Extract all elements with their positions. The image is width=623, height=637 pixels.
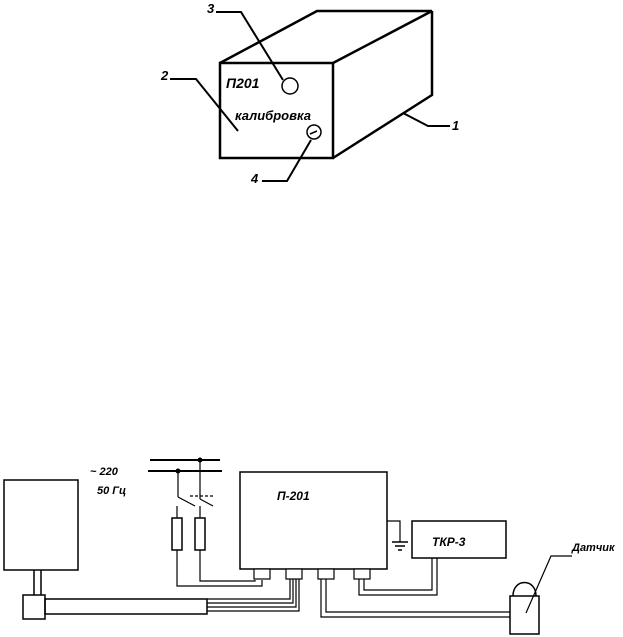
leader-1 bbox=[402, 112, 450, 127]
device-top-face bbox=[219, 9, 433, 65]
calibration-label: калибровка bbox=[235, 108, 311, 123]
connector-1 bbox=[253, 568, 271, 580]
recorder-cable-2 bbox=[363, 558, 433, 591]
device-box-drawing bbox=[218, 9, 434, 160]
leader-3 bbox=[216, 11, 284, 81]
mains-wire-1 bbox=[176, 550, 263, 587]
switch-blade-1 bbox=[177, 496, 196, 507]
left-clamp-block bbox=[22, 594, 46, 620]
sensor-leader bbox=[525, 555, 572, 614]
recorder-cable-1 bbox=[358, 558, 438, 596]
mains-frequency-label: 50 Гц bbox=[97, 485, 126, 497]
mains-supply bbox=[148, 457, 263, 587]
probe-cable-2 bbox=[207, 579, 294, 604]
switch-blade-2 bbox=[199, 498, 214, 507]
knob-slot bbox=[309, 130, 318, 135]
indicator-lamp-icon bbox=[281, 77, 299, 95]
instrument-p201 bbox=[239, 471, 388, 580]
device-front-face bbox=[218, 61, 335, 160]
connector-2 bbox=[285, 568, 303, 580]
connector-4 bbox=[353, 568, 371, 580]
sensor-cable-1 bbox=[320, 579, 510, 618]
sensor-icon bbox=[509, 555, 572, 635]
sensor-label: Датчик bbox=[571, 542, 616, 554]
sensor-body bbox=[509, 595, 540, 635]
recorder-label: ТКР-3 bbox=[432, 535, 466, 549]
recorder-tkr3 bbox=[411, 520, 507, 559]
callout-2: 2 bbox=[160, 68, 169, 83]
probe-cable-3 bbox=[207, 579, 297, 608]
sensor-clip bbox=[512, 581, 537, 597]
left-unit bbox=[3, 479, 208, 620]
left-cabinet bbox=[3, 479, 79, 571]
fuse-1 bbox=[171, 517, 183, 551]
sensor-cable-2 bbox=[325, 579, 510, 613]
callout-4: 4 bbox=[250, 171, 259, 186]
fuse-2 bbox=[194, 517, 206, 551]
sensor-cable bbox=[320, 579, 510, 618]
device-name-label: П201 bbox=[226, 75, 260, 91]
probe-cable-1 bbox=[207, 579, 291, 600]
probe-cable bbox=[207, 579, 300, 612]
callout-3: 3 bbox=[207, 1, 215, 16]
callout-1: 1 bbox=[452, 118, 459, 133]
leader-4 bbox=[262, 139, 312, 182]
probe-cable-4 bbox=[207, 579, 300, 612]
instrument-body bbox=[239, 471, 388, 570]
mains-voltage-label: ~ 220 bbox=[90, 466, 119, 478]
callout-leaders bbox=[170, 11, 450, 182]
mains-wire-2 bbox=[199, 550, 256, 582]
calibration-knob-icon bbox=[306, 124, 322, 140]
leader-2 bbox=[170, 78, 239, 132]
ground-lead bbox=[387, 520, 401, 542]
probe-rod bbox=[44, 598, 208, 615]
recorder-cable bbox=[358, 558, 438, 596]
connector-3 bbox=[317, 568, 335, 580]
device-side-face bbox=[332, 11, 434, 160]
instrument-label: П-201 bbox=[277, 489, 310, 503]
ground-icon bbox=[387, 520, 408, 551]
